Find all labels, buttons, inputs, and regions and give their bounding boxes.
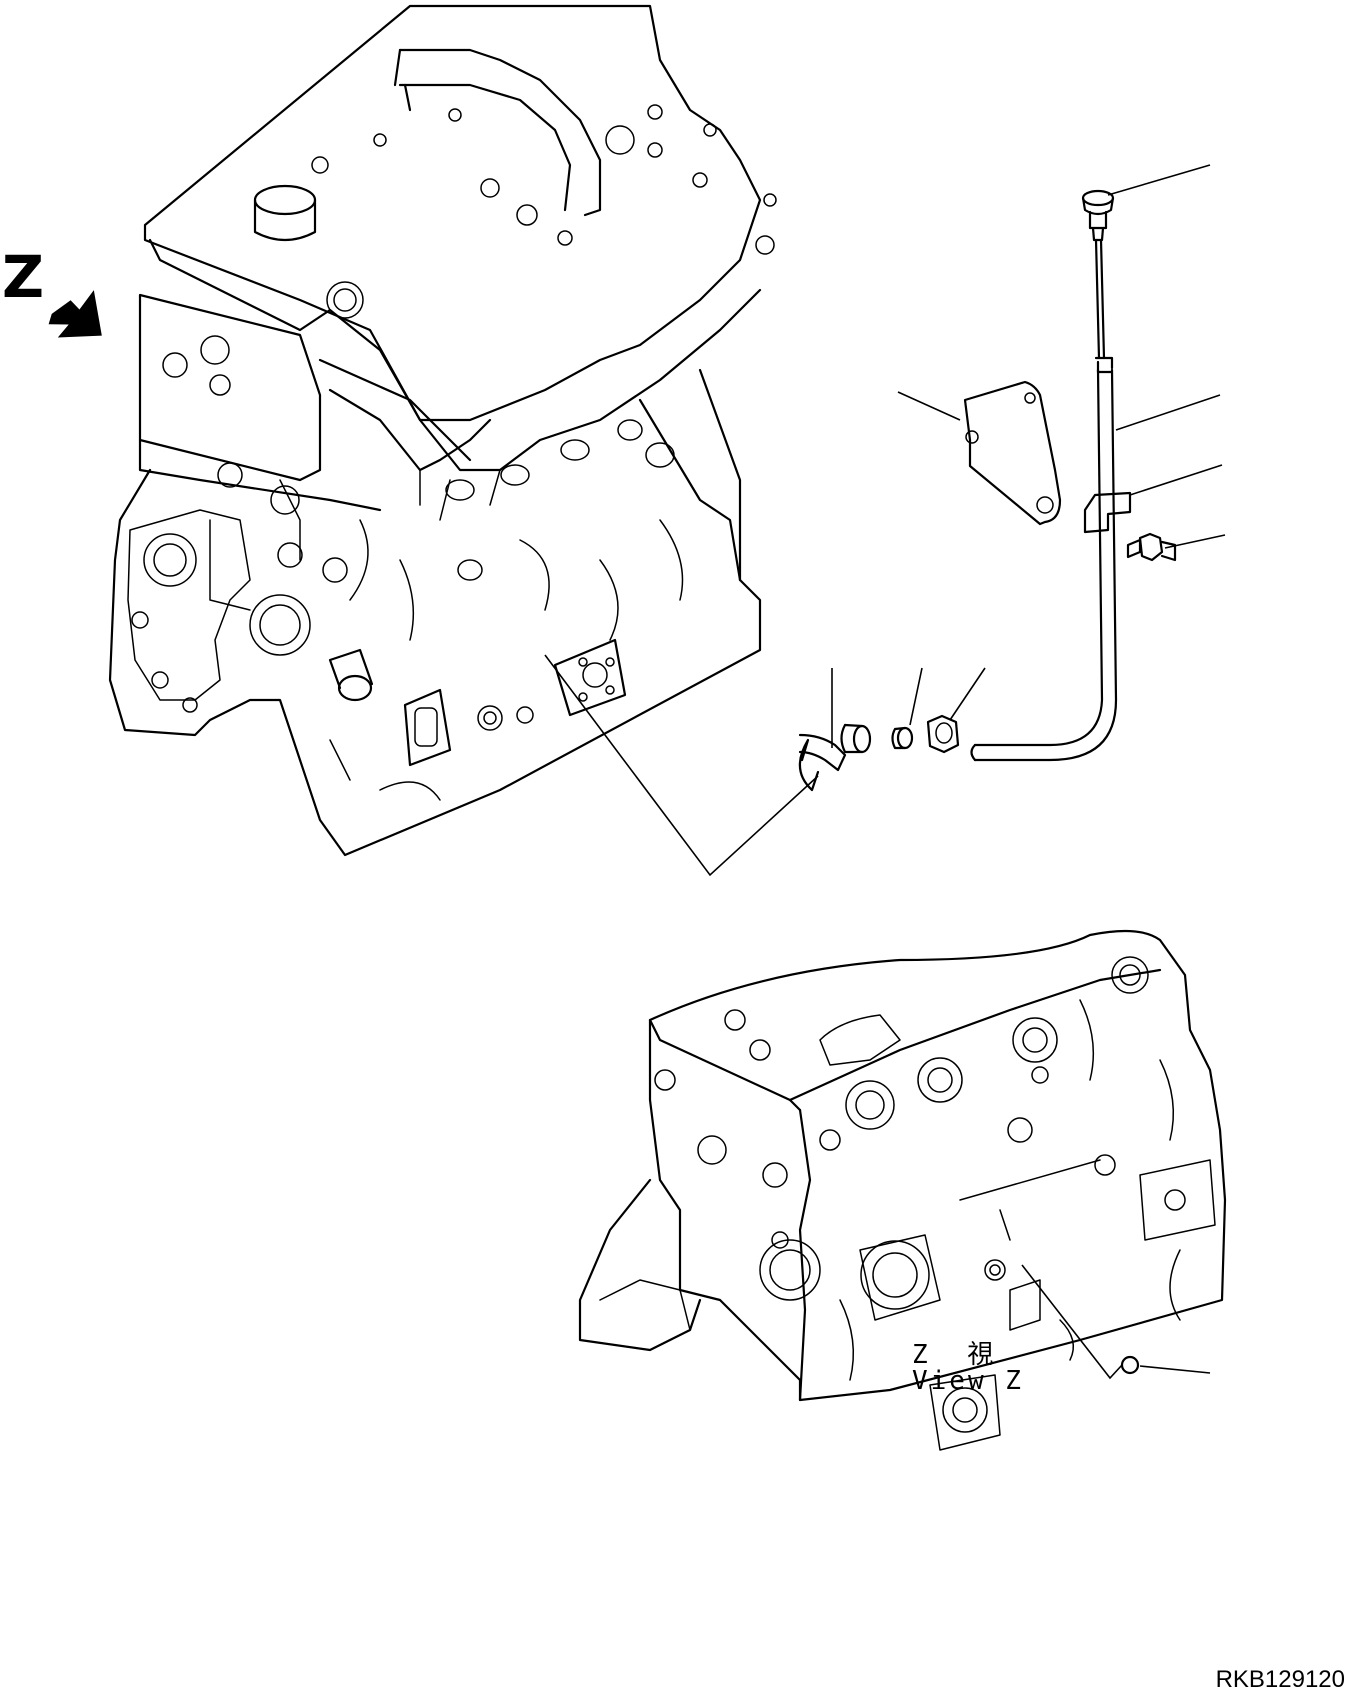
- o-ring: [1120, 1355, 1140, 1375]
- view-caption-en: View Z: [912, 1366, 1024, 1396]
- view-z-arrow-icon: [48, 290, 102, 338]
- engine-assembly: [108, 4, 777, 857]
- view-arrow-label: Z: [2, 243, 45, 311]
- sleeve: [896, 726, 914, 750]
- bracket-bolt: [1126, 532, 1177, 562]
- dipstick-bracket: [963, 380, 1062, 526]
- drawing-code: RKB129120: [1215, 1666, 1345, 1693]
- leader-lines: [544, 164, 1226, 1380]
- dipstick-knob: [1081, 189, 1115, 207]
- elbow-fitting: [798, 733, 847, 772]
- hex-nut: [926, 714, 960, 754]
- dipstick-assembly: [798, 189, 1177, 792]
- view-z-engine-block: [578, 929, 1227, 1451]
- view-caption-jp: Z 視: [912, 1340, 1006, 1370]
- tube-clamp: [1083, 491, 1132, 534]
